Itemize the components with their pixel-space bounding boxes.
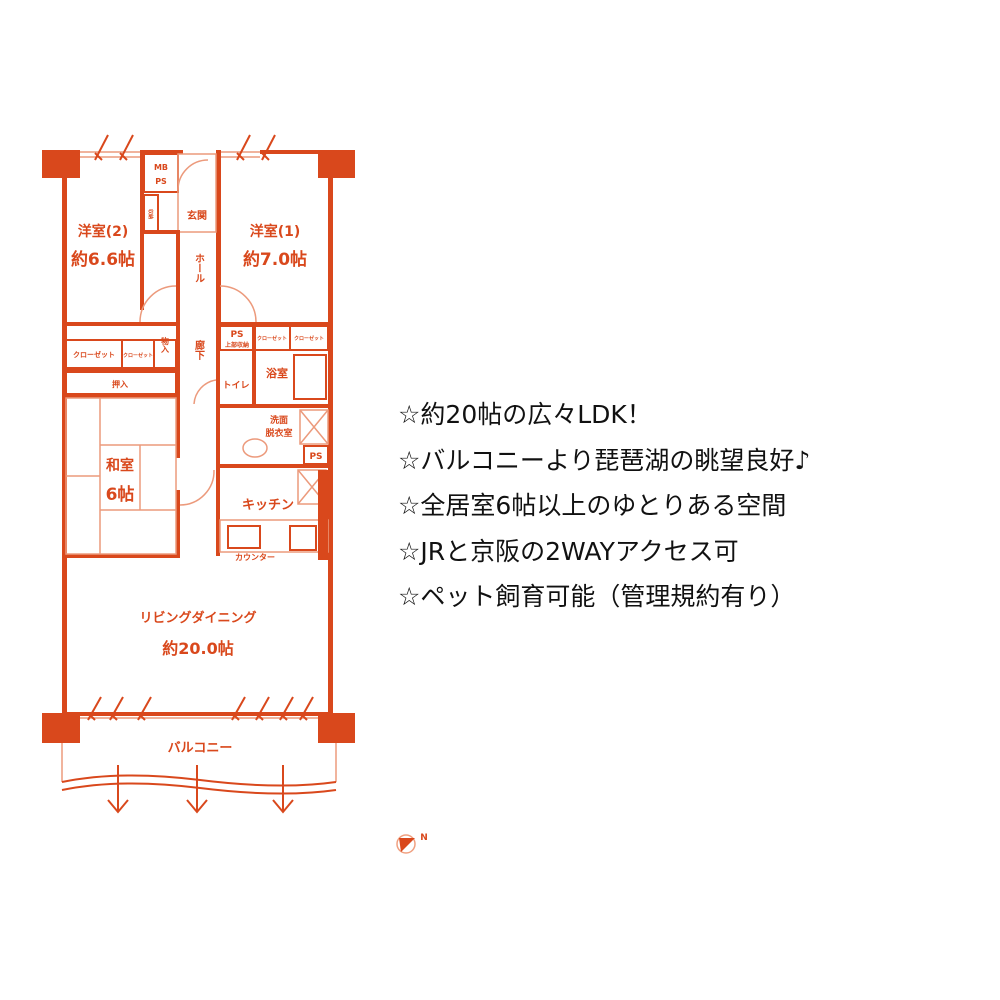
label: PS — [155, 177, 167, 186]
wall — [62, 178, 67, 714]
label: ホール — [193, 253, 205, 283]
label: 洗面 — [270, 414, 288, 426]
label: トイレ — [222, 380, 249, 391]
label: 玄関 — [187, 209, 207, 222]
label: 浴室 — [266, 366, 288, 380]
room-size: 約20.0帖 — [162, 639, 233, 658]
compass-icon: N — [396, 833, 428, 854]
label: クローゼット — [73, 350, 115, 359]
window-marks — [87, 696, 314, 721]
room-size: 約7.0帖 — [243, 249, 307, 270]
label: 押入 — [112, 379, 128, 389]
wall — [328, 178, 333, 714]
label: カウンター — [235, 552, 275, 562]
label: クローゼット — [123, 352, 153, 359]
label: 物入 — [161, 336, 170, 354]
label: MB — [154, 163, 168, 172]
label: PS — [230, 330, 243, 340]
room-name: 洋室(1) — [250, 223, 301, 240]
column — [42, 150, 80, 178]
feature-item: ☆JRと京阪の2WAYアクセス可 — [398, 536, 739, 566]
label: PS — [309, 452, 322, 462]
window-marks — [94, 134, 276, 161]
label: 上部収納 — [225, 341, 249, 349]
label: クローゼット — [257, 335, 287, 342]
wall — [260, 150, 320, 154]
wall — [216, 150, 221, 330]
label: 収納 — [147, 209, 154, 219]
room-name: リビングダイニング — [139, 610, 256, 626]
view-arrows — [107, 765, 294, 814]
column — [318, 150, 355, 178]
label: クローゼット — [294, 335, 324, 342]
room-name: 和室 — [106, 457, 134, 474]
wall — [143, 150, 183, 154]
column — [318, 713, 355, 743]
label: 脱衣室 — [265, 427, 292, 439]
feature-item: ☆バルコニーより琵琶湖の眺望良好♪ — [398, 445, 811, 475]
balcony-label: バルコニー — [168, 741, 233, 756]
room-name: キッチン — [242, 498, 294, 513]
feature-item: ☆約20帖の広々LDK！ — [398, 400, 652, 429]
compass-label: N — [420, 833, 428, 843]
room-size: 6帖 — [106, 484, 135, 505]
feature-item: ☆全居室6帖以上のゆとりある空間 — [398, 491, 787, 520]
room-size: 約6.6帖 — [71, 249, 135, 270]
feature-item: ☆ペット飼育可能（管理規約有り） — [398, 582, 796, 611]
label: 廊下 — [193, 339, 205, 361]
feature-list: ☆約20帖の広々LDK！ ☆バルコニーより琵琶湖の眺望良好♪ ☆全居室6帖以上の… — [398, 392, 810, 620]
column — [42, 713, 80, 743]
room-name: 洋室(2) — [78, 223, 129, 240]
